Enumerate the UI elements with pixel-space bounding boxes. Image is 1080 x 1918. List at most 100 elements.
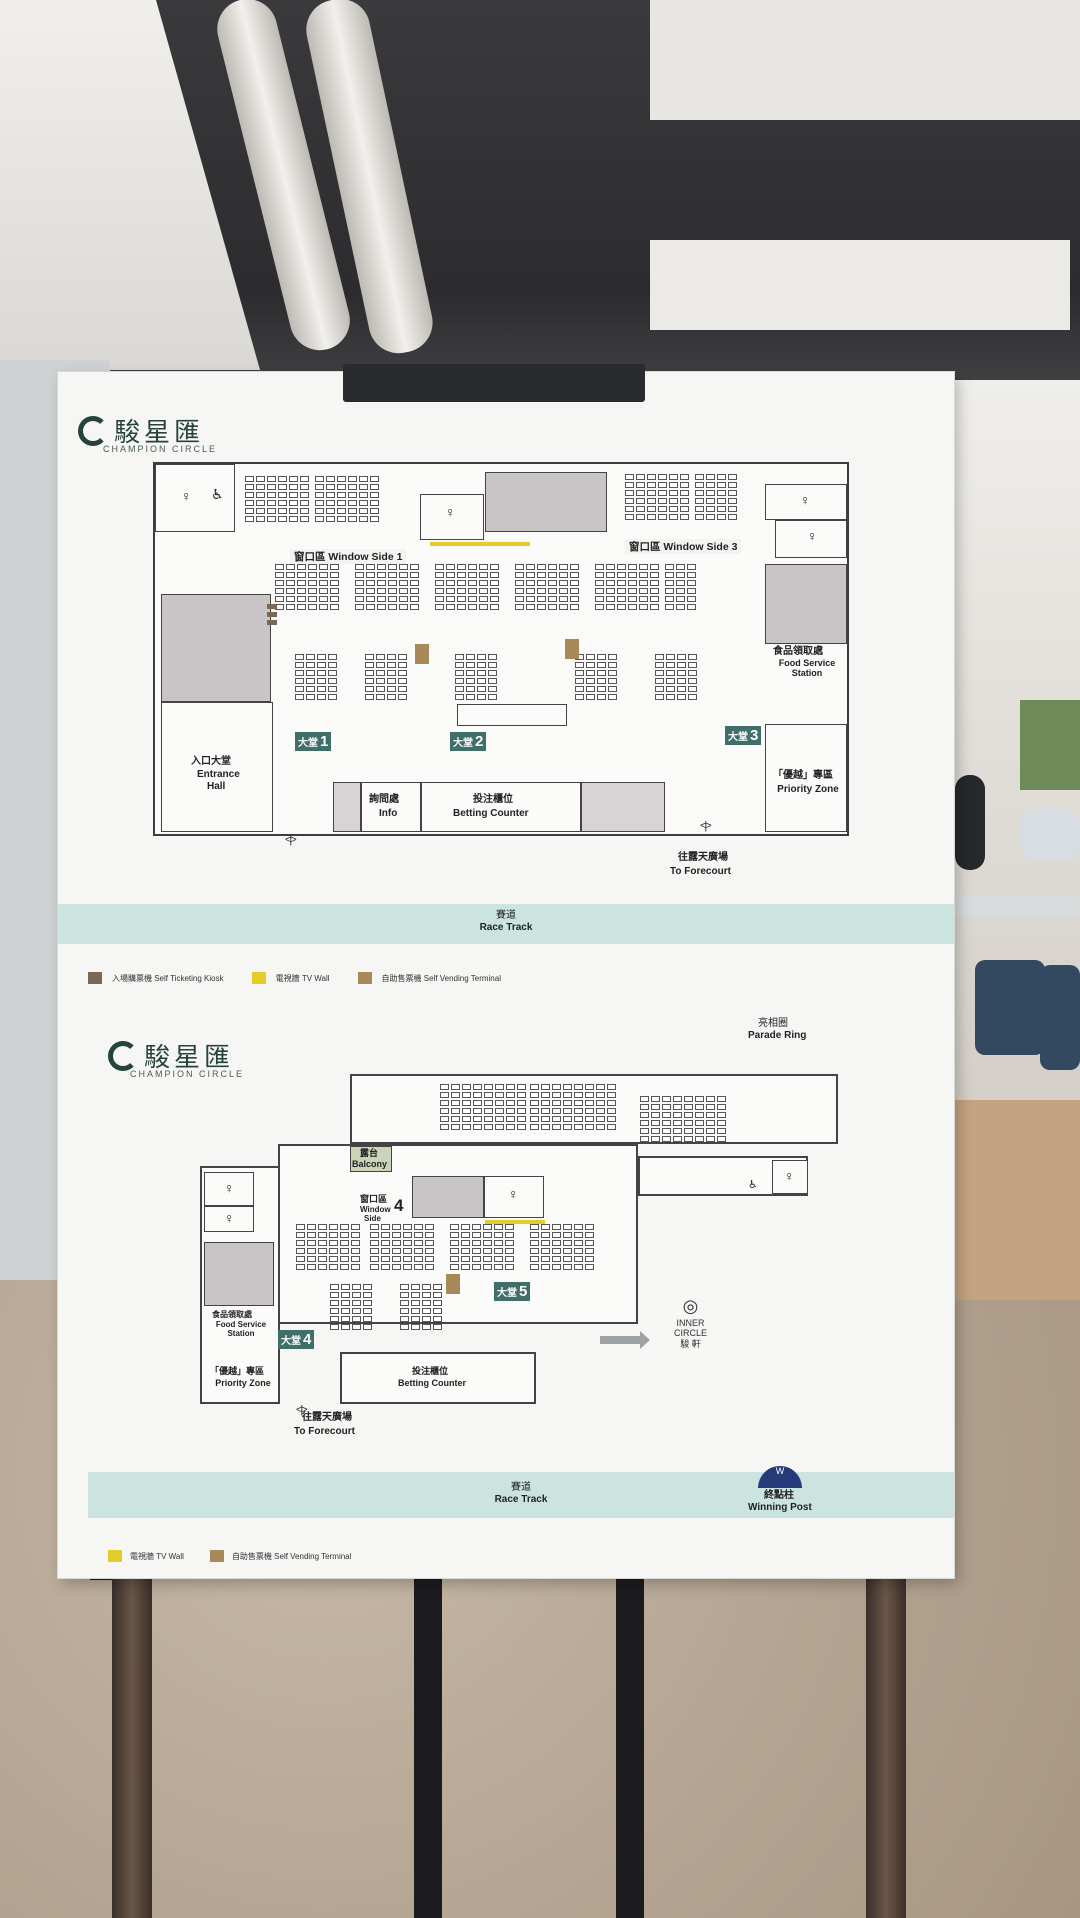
seat [559,580,568,586]
seat [455,654,464,660]
seat [466,686,475,692]
seat [665,604,674,610]
seat [410,596,419,602]
seat [515,604,524,610]
seat [530,1256,539,1262]
seat [330,572,339,578]
seat [245,500,254,506]
seat [494,1256,503,1262]
seat [256,484,265,490]
seat [695,506,704,512]
seat [515,580,524,586]
seat [666,654,675,660]
seat [275,564,284,570]
seat [399,580,408,586]
seat [297,564,306,570]
person [955,775,985,870]
seat [340,1232,349,1238]
seat [570,564,579,570]
entrance-label-zh: 入口大堂 [191,756,231,767]
seat [662,1136,671,1142]
seat [650,580,659,586]
seat [728,498,737,504]
seat [286,604,295,610]
seat [495,1108,504,1114]
seat [411,1300,420,1306]
seat [359,508,368,514]
seat [403,1232,412,1238]
seat [308,596,317,602]
seat [348,492,357,498]
seat [595,564,604,570]
seat [684,1136,693,1142]
seat [337,508,346,514]
seat [695,1128,704,1134]
seat [337,516,346,522]
seat [608,686,617,692]
seating-block [245,476,309,522]
race-track-label-en: Race Track [494,1494,548,1505]
seat [666,678,675,684]
seat [330,1316,339,1322]
seat [596,1124,605,1130]
seat [695,1120,704,1126]
winning-post-marker: W [758,1466,802,1488]
seat [411,1308,420,1314]
seat [477,654,486,660]
seat [563,1124,572,1130]
seat [300,476,309,482]
seat [388,596,397,602]
chair [975,960,1045,1055]
seat [490,564,499,570]
seat [585,1248,594,1254]
seat [446,564,455,570]
seat [388,604,397,610]
seat [256,508,265,514]
seat [517,1084,526,1090]
seat [400,1308,409,1314]
seat [608,662,617,668]
seat [655,686,664,692]
seat [495,1084,504,1090]
seat [506,1100,515,1106]
seat [617,564,626,570]
seat [370,484,379,490]
restroom-icon: ♀ [807,528,818,544]
seat [530,1092,539,1098]
balcony-label-en: Balcony [352,1159,388,1169]
seat [330,1324,339,1330]
seat [728,506,737,512]
seat [625,474,634,480]
seat [245,484,254,490]
seat [695,1096,704,1102]
seat [585,1100,594,1106]
seat [422,1316,431,1322]
seat [399,604,408,610]
seat [318,1224,327,1230]
seat [468,588,477,594]
seat [640,1120,649,1126]
seat [505,1224,514,1230]
window-side-label-en: Window [360,1205,391,1214]
seat [574,1108,583,1114]
seat [586,654,595,660]
seat [477,686,486,692]
seat [658,474,667,480]
seat [563,1248,572,1254]
seat [466,678,475,684]
seat [307,1240,316,1246]
seat [422,1292,431,1298]
seat [575,670,584,676]
seat [639,604,648,610]
seat [450,1232,459,1238]
forecourt-label-zh: 往露天廣場 [302,1412,352,1423]
seat [370,516,379,522]
seat [457,604,466,610]
seat [541,1248,550,1254]
seat [490,580,499,586]
seat [676,572,685,578]
seat [728,474,737,480]
seat [647,474,656,480]
kiosk-swatch [88,972,102,984]
seat [655,694,664,700]
